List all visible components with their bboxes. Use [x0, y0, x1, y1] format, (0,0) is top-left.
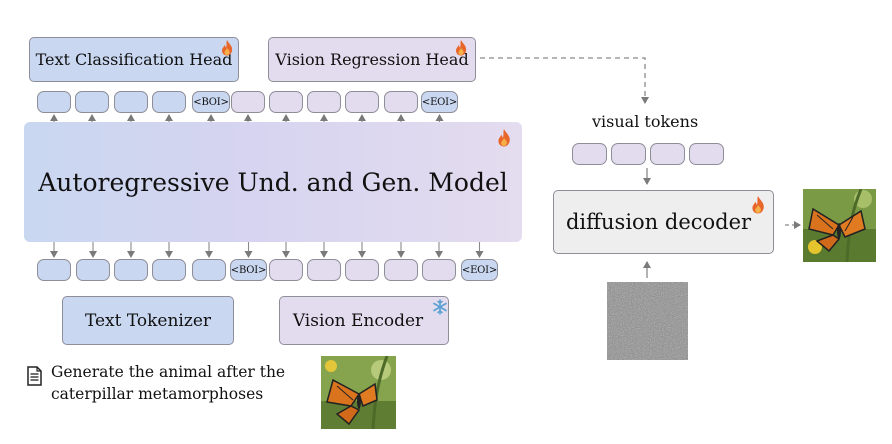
vision-head-to-visual-tokens-arrow: [480, 57, 649, 104]
diffusion-decoder: diffusion decoder: [553, 190, 774, 254]
snowflake-icon: [433, 299, 447, 315]
eoi-token: <EOI>: [421, 91, 458, 113]
vision-encoder: Vision Encoder: [279, 296, 449, 345]
vision-regression-head: Vision Regression Head: [268, 37, 476, 82]
noise-image: [607, 282, 688, 360]
flame-icon: [752, 196, 764, 214]
autoregressive-model: Autoregressive Und. and Gen. Model: [24, 122, 522, 242]
text-token: [76, 259, 110, 281]
image-token: [269, 91, 303, 113]
flame-icon: [498, 129, 510, 147]
text-token: [192, 259, 226, 281]
image-token: [231, 91, 265, 113]
visual-token: [572, 143, 607, 165]
visual-token: [689, 143, 724, 165]
model-title: Autoregressive Und. and Gen. Model: [38, 167, 508, 197]
text-tokenizer: Text Tokenizer: [62, 296, 234, 345]
visual-token: [650, 143, 685, 165]
image-token: [345, 259, 379, 281]
text-token: [75, 91, 109, 113]
image-token: [307, 91, 341, 113]
image-token: [422, 259, 456, 281]
text-tokenizer-label: Text Tokenizer: [84, 310, 212, 331]
image-token: [269, 259, 303, 281]
text-classification-head: Text Classification Head: [29, 37, 239, 82]
image-token: [307, 259, 341, 281]
boi-token: <BOI>: [230, 259, 267, 281]
text-token: [114, 91, 148, 113]
vision-encoder-label: Vision Encoder: [292, 310, 424, 331]
eoi-token: <EOI>: [461, 259, 498, 281]
boi-token: <BOI>: [192, 91, 230, 113]
visual-tokens-label: visual tokens: [592, 112, 699, 131]
image-token: [345, 91, 379, 113]
document-icon: [27, 366, 42, 386]
visual-token: [611, 143, 646, 165]
butterfly-output-image: [803, 189, 876, 262]
text-token: [152, 259, 186, 281]
text-token: [37, 259, 71, 281]
butterfly-input-image: [321, 356, 396, 429]
text-head-label: Text Classification Head: [35, 50, 233, 69]
image-token: [384, 259, 418, 281]
prompt-line-2: caterpillar metamorphoses: [51, 385, 264, 403]
prompt-line-1: Generate the animal after the: [51, 363, 286, 381]
text-token: [37, 91, 71, 113]
image-token: [384, 91, 418, 113]
diffusion-decoder-label: diffusion decoder: [565, 210, 752, 234]
vision-head-label: Vision Regression Head: [275, 50, 469, 69]
text-token: [152, 91, 186, 113]
flame-icon: [456, 40, 467, 56]
flame-icon: [222, 40, 233, 56]
text-token: [114, 259, 148, 281]
